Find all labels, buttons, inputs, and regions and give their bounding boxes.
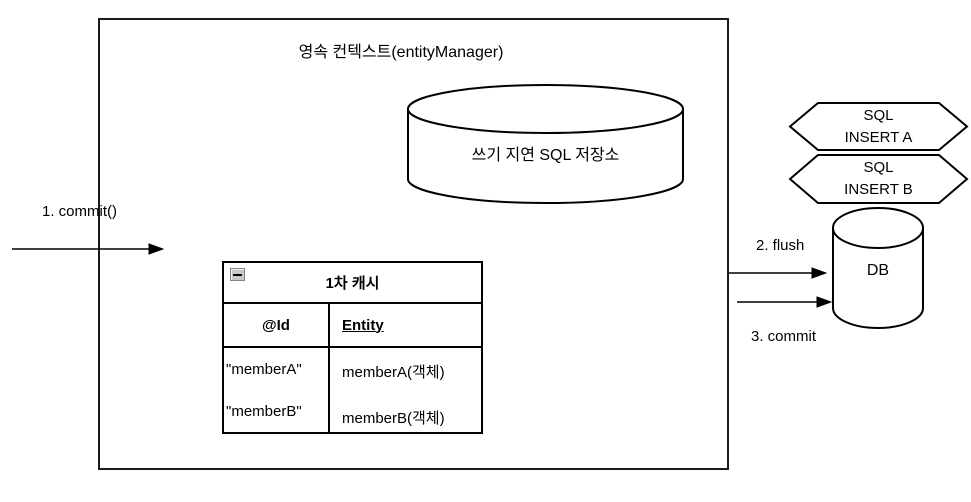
sql-store-cylinder [407,84,684,204]
db-label: DB [866,262,890,279]
cache-header-entity: Entity [330,304,481,346]
sql-insert-a-line2: INSERT A [844,129,913,146]
cache-table-title: 1차 캐시 [325,275,380,292]
sql-insert-a-label: SQL INSERT A [790,105,967,149]
sql-insert-b-label: SQL INSERT B [790,157,967,201]
cache-row-b-id: "memberB" [226,403,302,420]
cache-id-column: "memberA" "memberB" [224,348,330,432]
flush-arrow-label: 2. flush [756,237,805,254]
sql-insert-b-line2: INSERT B [844,181,913,198]
first-level-cache-table: 1차 캐시 @Id Entity "memberA" "memberB" mem… [222,261,483,434]
cache-row-b-entity: memberB(객체) [342,410,445,427]
sql-store-label: 쓰기 지연 SQL 저장소 [471,147,620,164]
minus-icon [233,273,242,276]
cache-header-id-label: @Id [262,316,290,334]
collapse-button[interactable] [230,268,245,281]
cache-table-header-row: @Id Entity [224,304,481,348]
persistence-context-title: 영속 컨텍스트(entityManager) [298,44,504,61]
db-cylinder [832,207,924,329]
cache-table-data-area: "memberA" "memberB" memberA(객체) memberB(… [224,348,481,432]
sql-insert-a-line1: SQL [863,107,894,124]
cache-header-id: @Id [224,304,330,346]
cache-row-a-id: "memberA" [226,361,302,378]
sql-insert-b-hexagon [788,154,969,204]
cache-entity-column: memberA(객체) memberB(객체) [330,348,481,432]
sql-insert-b-line1: SQL [863,159,894,176]
cache-header-entity-label: Entity [342,316,384,334]
commit3-arrow-label: 3. commit [751,328,817,345]
commit1-arrow-label: 1. commit() [42,203,117,220]
cache-table-title-row: 1차 캐시 [224,263,481,304]
sql-insert-a-hexagon [788,102,969,151]
cache-row-a-entity: memberA(객체) [342,364,445,381]
